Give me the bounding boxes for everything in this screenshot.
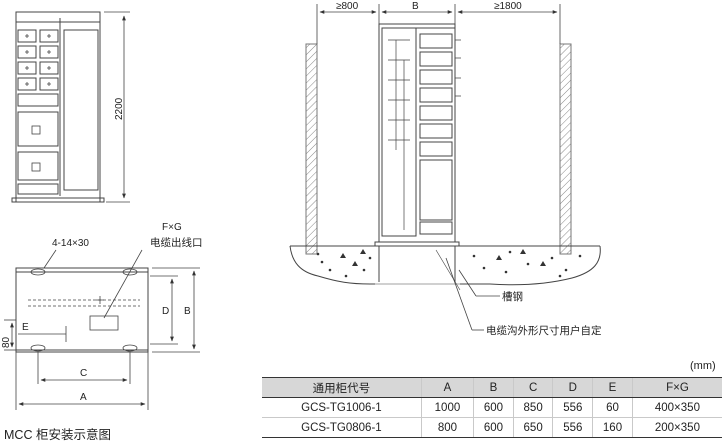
table-cell: 850 xyxy=(512,397,553,418)
fg-label: F×G xyxy=(162,222,182,233)
channel-steel-label: 槽钢 xyxy=(502,290,523,303)
header-cell: D xyxy=(552,377,593,398)
height-dimension xyxy=(104,11,130,203)
table-cell: 600 xyxy=(473,417,514,438)
table-cell: 60 xyxy=(592,397,633,418)
dim-80-label: 80 xyxy=(1,336,12,348)
ground-and-trench xyxy=(289,245,601,291)
plan-dimensions xyxy=(4,267,200,410)
dim-c-label: C xyxy=(80,368,87,379)
table-cell: 800 xyxy=(420,417,474,438)
header-cell: A xyxy=(420,377,474,398)
table-cell: 600 xyxy=(473,397,514,418)
wall-left xyxy=(305,43,318,255)
header-cell: F×G xyxy=(631,377,722,398)
dim-d-label: D xyxy=(162,306,169,317)
cable-outlet-label: 电缆出线口 xyxy=(150,236,203,249)
plan-view xyxy=(15,249,149,353)
wall-right xyxy=(559,43,572,255)
cabinet-side-view xyxy=(374,23,461,247)
table-cell: GCS-TG0806-1 xyxy=(262,417,422,438)
table-cell: 160 xyxy=(592,417,633,438)
figure-caption: MCC 柜安装示意图 xyxy=(4,428,111,442)
table-cell: 200×350 xyxy=(631,417,722,438)
ground-aggregate xyxy=(316,249,582,278)
header-cell: B xyxy=(473,377,514,398)
header-cell: 通用柜代号 xyxy=(262,377,422,398)
height-label: 2200 xyxy=(114,97,125,120)
dim-a-label: A xyxy=(80,392,87,403)
table-cell: 400×350 xyxy=(631,397,722,418)
clearance-dimensions xyxy=(316,4,561,44)
table-row: GCS-TG0806-1 800 600 650 556 160 200×350 xyxy=(262,417,722,438)
unit-label: (mm) xyxy=(690,360,716,372)
hole-spec-label: 4-14×30 xyxy=(52,238,89,249)
dim-e-label: E xyxy=(22,322,29,333)
table-cell: 1000 xyxy=(420,397,474,418)
table-cell: 556 xyxy=(552,397,593,418)
table-cell: 556 xyxy=(552,417,593,438)
spec-table: 通用柜代号 A B C D E F×G GCS-TG1006-1 1000 60… xyxy=(262,377,722,438)
rear-clearance-label: ≥1800 xyxy=(494,1,522,12)
annotation-leaders xyxy=(445,257,500,331)
dim-b-label: B xyxy=(184,306,191,317)
header-cell: E xyxy=(592,377,633,398)
header-cell: C xyxy=(512,377,553,398)
table-row: GCS-TG1006-1 1000 600 850 556 60 400×350 xyxy=(262,397,722,418)
cabinet-b-label: B xyxy=(412,1,419,12)
front-clearance-label: ≥800 xyxy=(336,1,359,12)
trench-note-label: 电缆沟外形尺寸用户自定 xyxy=(486,324,602,337)
table-header-row: 通用柜代号 A B C D E F×G xyxy=(262,377,722,398)
table-cell: GCS-TG1006-1 xyxy=(301,401,382,414)
front-elevation xyxy=(11,11,105,203)
table-cell: 650 xyxy=(512,417,553,438)
